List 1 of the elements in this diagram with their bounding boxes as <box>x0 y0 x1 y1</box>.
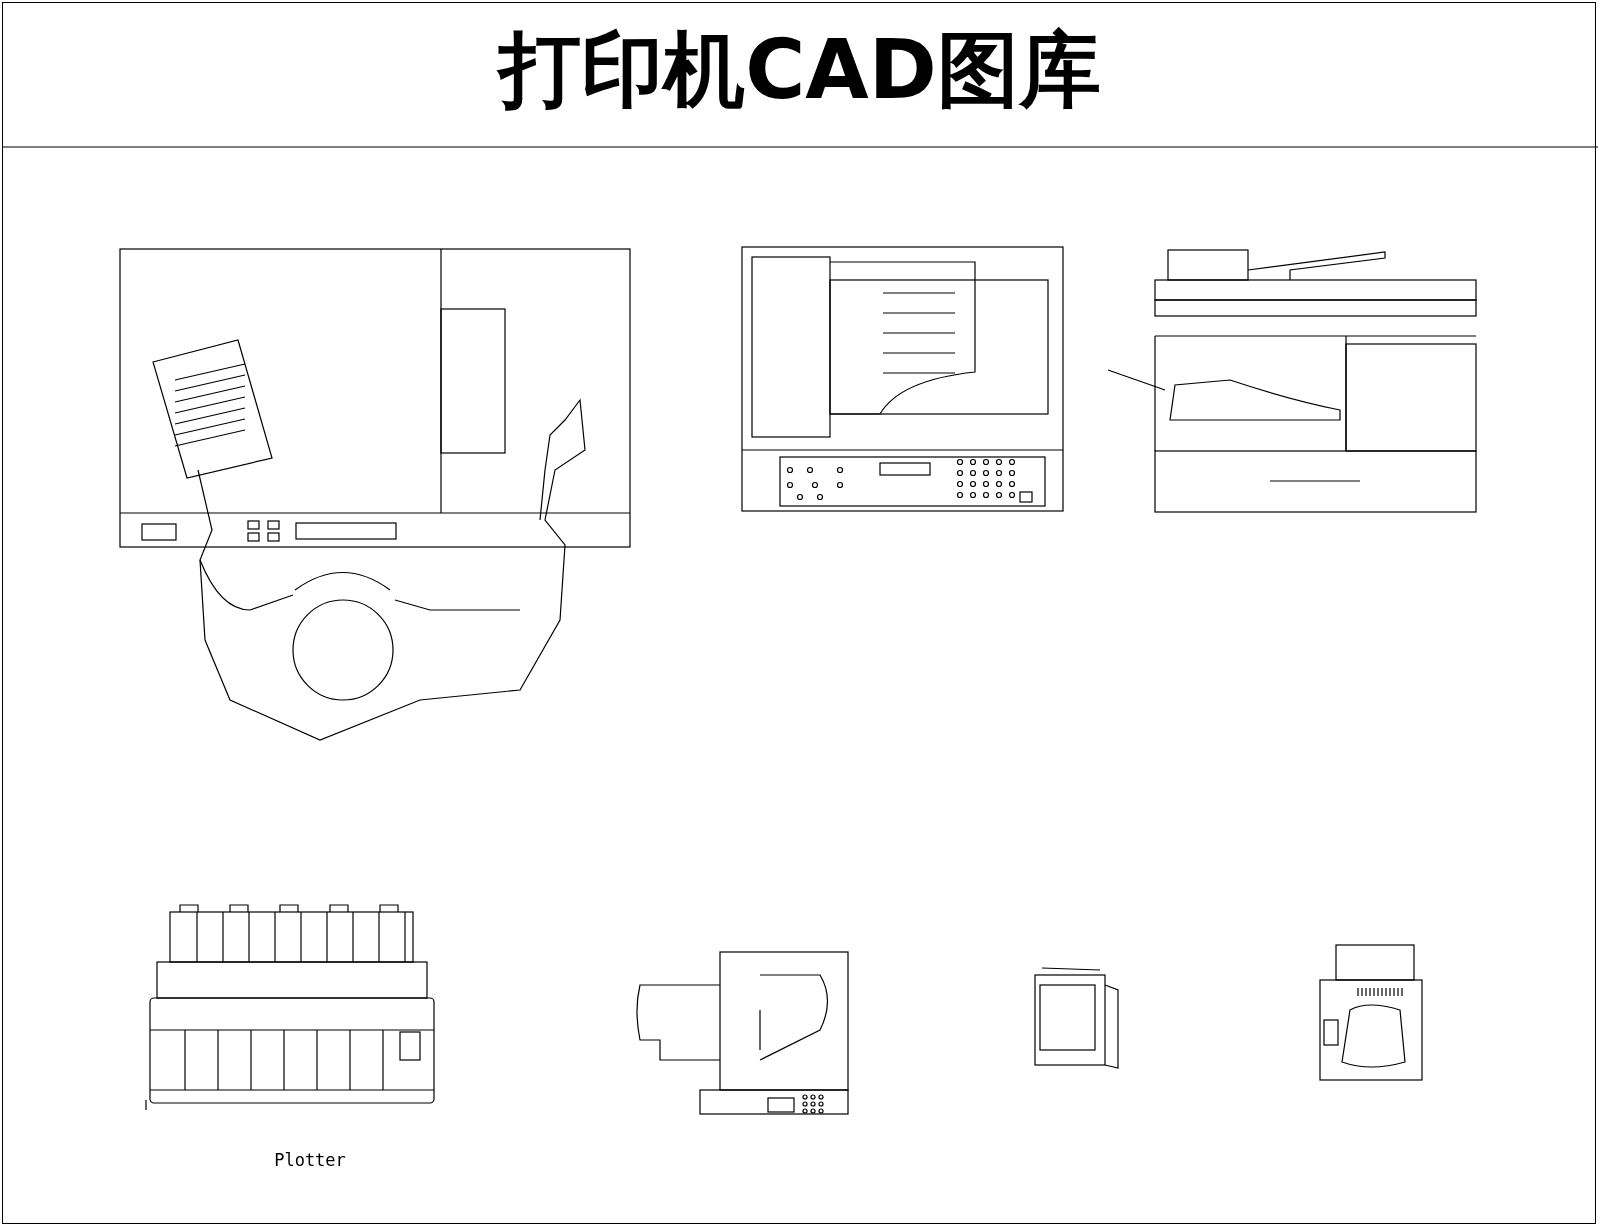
drawing-caption: Plotter <box>274 1150 346 1170</box>
